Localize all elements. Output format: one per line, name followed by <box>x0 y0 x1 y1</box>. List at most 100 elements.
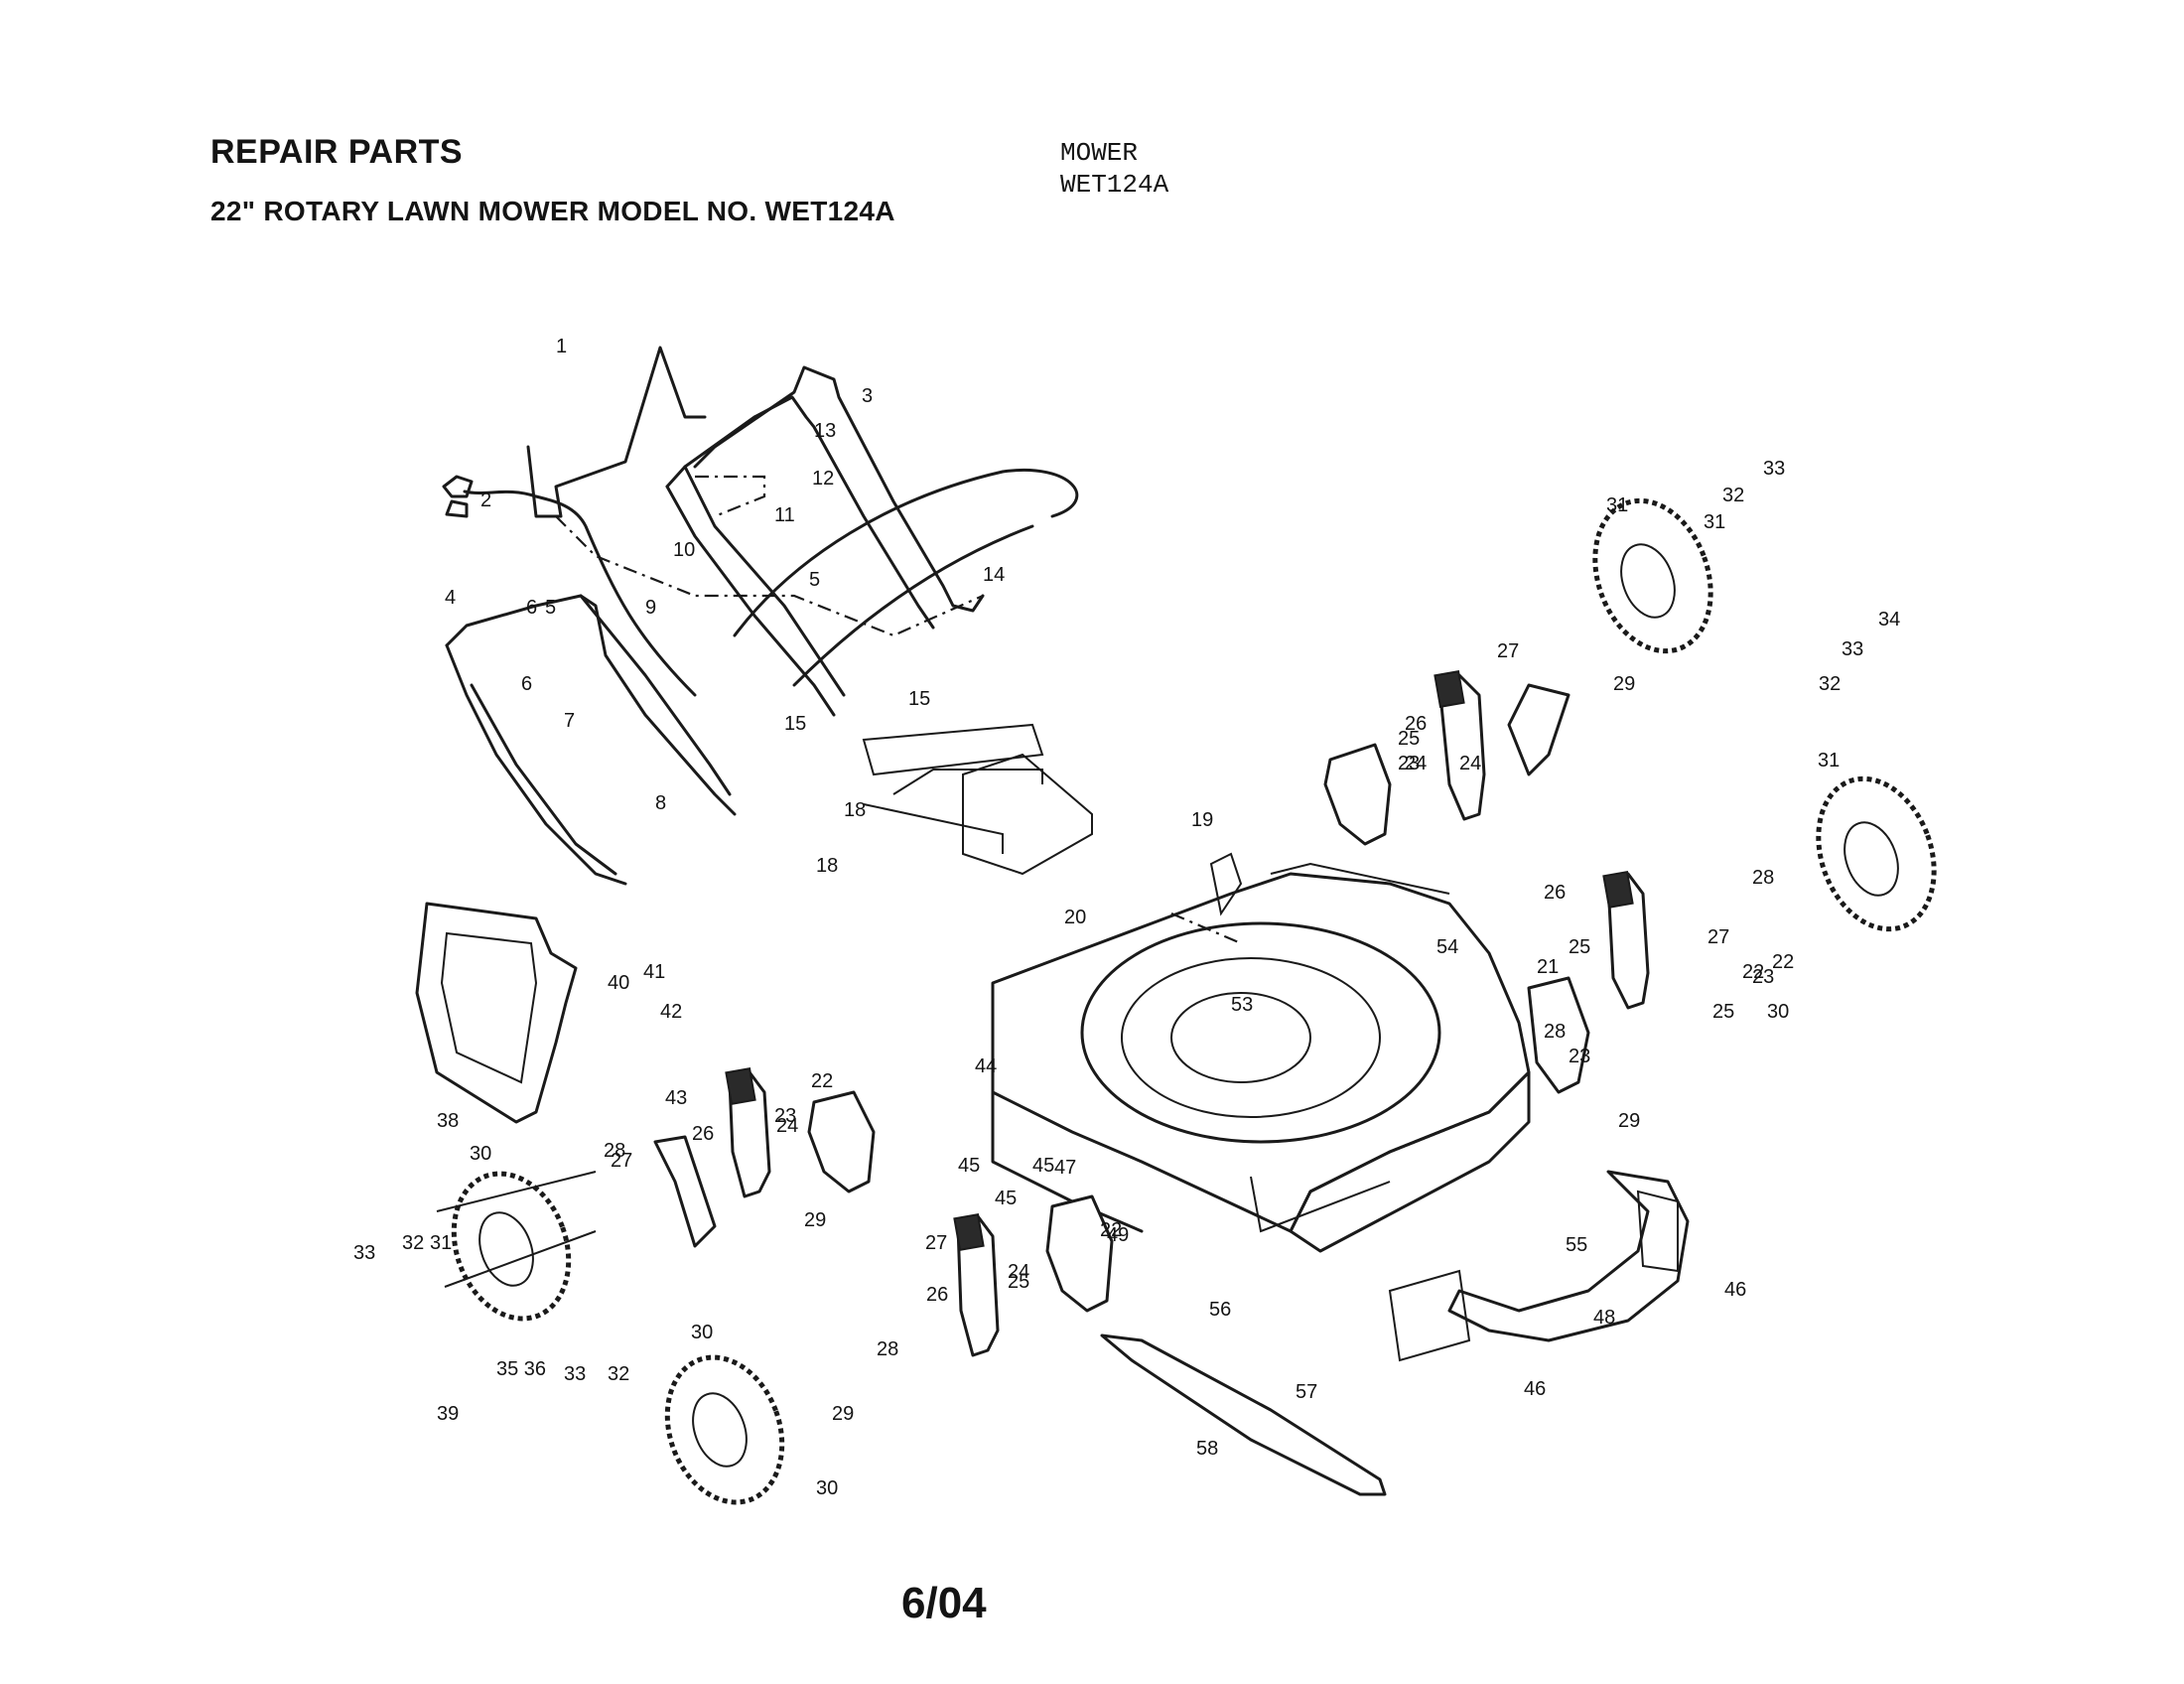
part-callout: 11 <box>774 504 795 526</box>
part-callout: 4 <box>445 587 456 609</box>
part-callout: 28 <box>604 1140 625 1162</box>
header-block: REPAIR PARTS 22" ROTARY LAWN MOWER MODEL… <box>210 133 895 227</box>
part-callout: 9 <box>645 597 656 619</box>
part-callout: 32 <box>1722 485 1744 506</box>
part-callout: 24 <box>776 1115 798 1137</box>
part-callout: 55 <box>1566 1234 1587 1256</box>
part-callout: 24 <box>1459 753 1481 774</box>
part-callout: 49 <box>1107 1224 1129 1246</box>
wheel-front-left <box>436 1171 597 1322</box>
part-callout: 14 <box>983 564 1005 586</box>
part-callout: 26 <box>692 1123 714 1145</box>
part-callout: 5 <box>545 597 556 619</box>
lower-handle-drawing <box>442 475 737 886</box>
part-callout: 27 <box>611 1150 632 1172</box>
part-callout: 31 <box>1818 750 1840 772</box>
part-callout: 24 <box>1008 1261 1029 1283</box>
part-callout: 29 <box>1618 1110 1640 1132</box>
wheel-rear-left <box>664 1354 785 1505</box>
part-callout: 24 <box>1405 753 1427 774</box>
part-callout: 25 <box>1008 1271 1029 1293</box>
part-callout: 29 <box>1613 673 1635 695</box>
part-callout: 42 <box>660 1001 682 1023</box>
part-callout: 26 <box>1405 713 1427 735</box>
part-callout: 6 <box>521 673 532 695</box>
part-callout: 28 <box>1752 867 1774 889</box>
part-callout: 40 <box>608 972 629 994</box>
part-callout: 28 <box>877 1338 898 1360</box>
part-callout: 31 <box>430 1232 452 1254</box>
header-side-block: MOWER WET124A <box>1060 137 1168 201</box>
part-callout: 25 <box>1712 1001 1734 1023</box>
part-callout: 5 <box>809 569 820 591</box>
part-callout: 21 <box>1537 956 1559 978</box>
part-callout: 28 <box>1544 1021 1566 1043</box>
part-callout: 23 <box>1569 1046 1590 1067</box>
part-callout: 48 <box>1593 1307 1615 1329</box>
wheel-front-right <box>1592 497 1713 654</box>
part-callout: 29 <box>832 1403 854 1425</box>
part-callout: 33 <box>1763 458 1785 480</box>
blade-and-skirt <box>1100 1170 1690 1496</box>
part-callout: 32 <box>1819 673 1841 695</box>
wheel-rear-right <box>1816 775 1937 932</box>
part-callout: 30 <box>1767 1001 1789 1023</box>
part-callout: 29 <box>804 1209 826 1231</box>
part-callout: 46 <box>1524 1378 1546 1400</box>
part-callout: 44 <box>975 1055 997 1077</box>
part-callout: 18 <box>844 799 866 821</box>
part-callout: 3 <box>862 385 873 407</box>
part-callout: 22 <box>1772 951 1794 973</box>
part-callout: 32 <box>608 1363 629 1385</box>
part-callout: 1 <box>556 336 567 357</box>
part-callout: 13 <box>814 420 836 442</box>
upper-handle-drawing <box>665 365 1079 717</box>
part-callout: 53 <box>1231 994 1253 1016</box>
part-callout: 54 <box>1436 936 1458 958</box>
part-callout: 38 <box>437 1110 459 1132</box>
header-side-line-2: WET124A <box>1060 170 1169 200</box>
part-callout: 8 <box>655 792 666 814</box>
part-callout: 47 <box>1054 1157 1076 1179</box>
part-callout: 27 <box>1497 640 1519 662</box>
part-callout: 46 <box>1724 1279 1746 1301</box>
part-callout: 35 36 <box>496 1358 546 1380</box>
control-cable-drawing <box>526 346 984 637</box>
part-callout: 22 <box>1742 961 1764 983</box>
part-callout: 15 <box>784 713 806 735</box>
part-callout: 30 <box>470 1143 491 1165</box>
rear-door-drawing <box>415 902 578 1124</box>
part-callout: 27 <box>925 1232 947 1254</box>
part-callout: 12 <box>812 468 834 490</box>
deck-drawing <box>862 723 1531 1253</box>
part-callout: 45 <box>958 1155 980 1177</box>
part-callout: 19 <box>1191 809 1213 831</box>
part-callout: 20 <box>1064 907 1086 928</box>
part-callout: 26 <box>1544 882 1566 904</box>
part-callout: 23 <box>1752 966 1774 988</box>
model-subtitle: 22" ROTARY LAWN MOWER MODEL NO. WET124A <box>210 196 895 226</box>
part-callout: 10 <box>673 539 695 561</box>
part-callout: 31 <box>1704 511 1725 533</box>
part-callout: 22 <box>1100 1219 1122 1241</box>
page-date: 6/04 <box>901 1579 987 1627</box>
part-callout: 2 <box>480 490 491 511</box>
part-callout: 33 <box>1842 638 1863 660</box>
part-callout: 34 <box>1878 609 1900 631</box>
height-adjusters <box>653 670 1650 1357</box>
part-callout: 25 <box>1569 936 1590 958</box>
part-callout: 56 <box>1209 1299 1231 1321</box>
part-callout: 33 <box>353 1242 375 1264</box>
part-callout: 15 <box>908 688 930 710</box>
part-callout: 39 <box>437 1403 459 1425</box>
part-callout: 58 <box>1196 1438 1218 1460</box>
part-callout: 41 <box>643 961 665 983</box>
part-callout: 7 <box>564 710 575 732</box>
part-callout: 22 <box>811 1070 833 1092</box>
part-callout: 26 <box>926 1284 948 1306</box>
part-callout: 33 <box>564 1363 586 1385</box>
part-callout: 30 <box>691 1322 713 1343</box>
part-callout: 30 <box>816 1477 838 1499</box>
part-callout: 23 <box>774 1105 796 1127</box>
part-callout: 31 <box>1606 494 1628 516</box>
